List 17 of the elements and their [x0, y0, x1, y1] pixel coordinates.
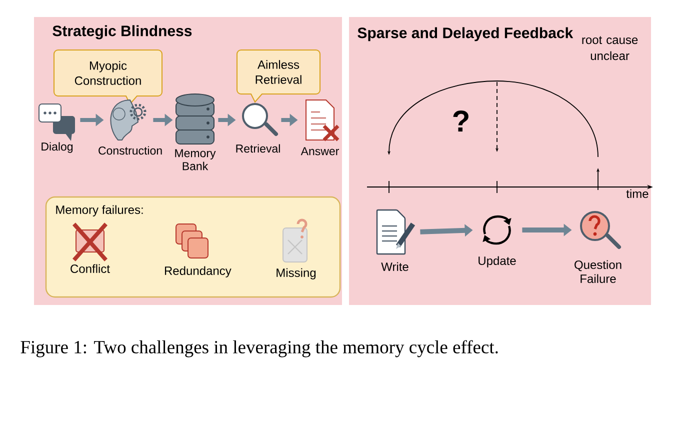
icon-label: Retrieval: [236, 144, 280, 153]
icon-label: Missing: [276, 268, 316, 280]
callout-box: Myopic Construction: [54, 50, 162, 104]
icon-label: Dialog: [42, 142, 73, 153]
icon-label: Construction: [98, 146, 162, 155]
icon-label: Update: [478, 256, 516, 268]
icon-label: Write: [381, 262, 408, 271]
question-mark: ?: [453, 110, 468, 132]
icon-label: Conflict: [70, 264, 110, 273]
icon-label: Question Failure: [574, 260, 622, 283]
axis-label: time: [626, 189, 648, 198]
icon-label: Redundancy: [165, 266, 232, 278]
callout-box: Aimless Retrieval: [236, 50, 320, 102]
icon-label: Answer: [300, 147, 339, 156]
caption: Figure 1: Two challenges in leveraging the memory cycle effect.: [20, 340, 498, 358]
annotation-text: root cause unclear: [582, 36, 638, 60]
icon-label: Memory Bank: [175, 149, 216, 170]
